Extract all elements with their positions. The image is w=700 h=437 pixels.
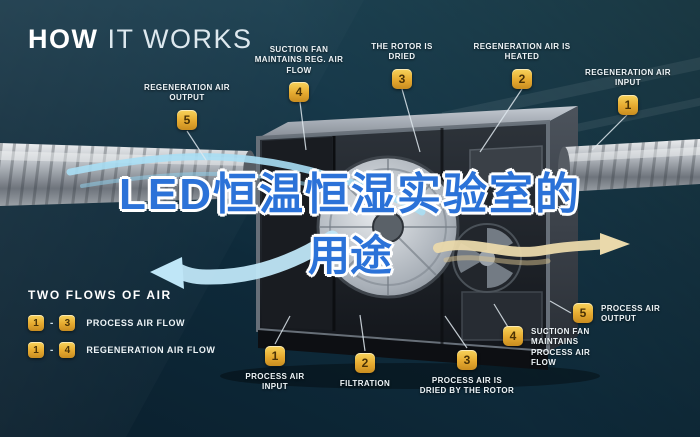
airflow-legend: TWO FLOWS OF AIR 1 - 3 PROCESS AIR FLOW … xyxy=(28,288,215,369)
regeneration-airflow-ribbon xyxy=(66,153,426,216)
step-badge: 1 xyxy=(618,94,638,115)
callout-label: FILTRATION xyxy=(339,379,391,388)
callout-regeneration-air-output: REGENERATION AIR OUTPUT 5 xyxy=(138,83,236,130)
step-badge: 3 xyxy=(59,315,76,331)
legend-row-regeneration: 1 - 4 REGENERATION AIR FLOW xyxy=(28,342,215,358)
callout-label: SUCTION FAN MAINTAINS REG. AIR FLOW xyxy=(254,45,344,75)
callout-rotor-dried: THE ROTOR IS DRIED 3 xyxy=(363,42,441,89)
callout-connector-lines xyxy=(186,88,628,352)
callout-label: THE ROTOR IS DRIED xyxy=(371,42,433,62)
step-badge: 4 xyxy=(59,342,76,358)
legend-row-process: 1 - 3 PROCESS AIR FLOW xyxy=(28,315,215,331)
process-airflow-swoosh xyxy=(150,230,340,289)
legend-heading: TWO FLOWS OF AIR xyxy=(28,288,172,302)
callout-label: REGENERATION AIR IS HEATED xyxy=(473,42,571,62)
callout-label: PROCESS AIR IS DRIED BY THE ROTOR xyxy=(419,376,515,396)
step-badge: 3 xyxy=(457,350,477,370)
callout-label: REGENERATION AIR OUTPUT xyxy=(144,83,230,103)
title-bold: HOW xyxy=(28,24,99,54)
callout-label: REGENERATION AIR INPUT xyxy=(585,68,671,88)
callout-label: PROCESS AIR OUTPUT xyxy=(601,304,661,324)
legend-label: PROCESS AIR FLOW xyxy=(86,318,186,328)
callout-process-air-output: 5 PROCESS AIR OUTPUT xyxy=(573,303,685,325)
callout-filtration: 2 FILTRATION xyxy=(328,353,402,389)
process-air-output-ribbon xyxy=(433,233,630,266)
callout-regeneration-air-input: REGENERATION AIR INPUT 1 xyxy=(584,68,672,115)
callout-process-air-input: 1 PROCESS AIR INPUT xyxy=(238,346,312,393)
step-badge: 4 xyxy=(503,326,523,346)
step-badge: 2 xyxy=(512,68,532,89)
step-badge: 2 xyxy=(355,353,375,373)
title-light: IT WORKS xyxy=(107,24,253,54)
step-badge: 5 xyxy=(573,303,593,323)
range-separator: - xyxy=(50,344,54,356)
step-badge: 4 xyxy=(289,82,309,103)
range-separator: - xyxy=(50,317,54,329)
callout-suction-fan-process: 4 SUCTION FAN MAINTAINS PROCESS AIR FLOW xyxy=(503,326,603,369)
step-badge: 5 xyxy=(177,109,197,130)
legend-label: REGENERATION AIR FLOW xyxy=(86,345,216,355)
callout-label: PROCESS AIR INPUT xyxy=(245,372,305,392)
step-badge: 1 xyxy=(28,342,44,358)
callout-process-air-dried: 3 PROCESS AIR IS DRIED BY THE ROTOR xyxy=(418,350,516,397)
callout-suction-fan-reg: SUCTION FAN MAINTAINS REG. AIR FLOW 4 xyxy=(253,45,345,103)
step-badge: 1 xyxy=(265,346,285,366)
step-badge: 1 xyxy=(28,315,44,331)
callout-regeneration-air-heated: REGENERATION AIR IS HEATED 2 xyxy=(473,42,571,89)
right-air-duct xyxy=(558,139,700,193)
step-badge: 3 xyxy=(392,68,412,89)
page-title: HOW IT WORKS xyxy=(28,24,253,55)
callout-label: SUCTION FAN MAINTAINS PROCESS AIR FLOW xyxy=(531,327,591,368)
